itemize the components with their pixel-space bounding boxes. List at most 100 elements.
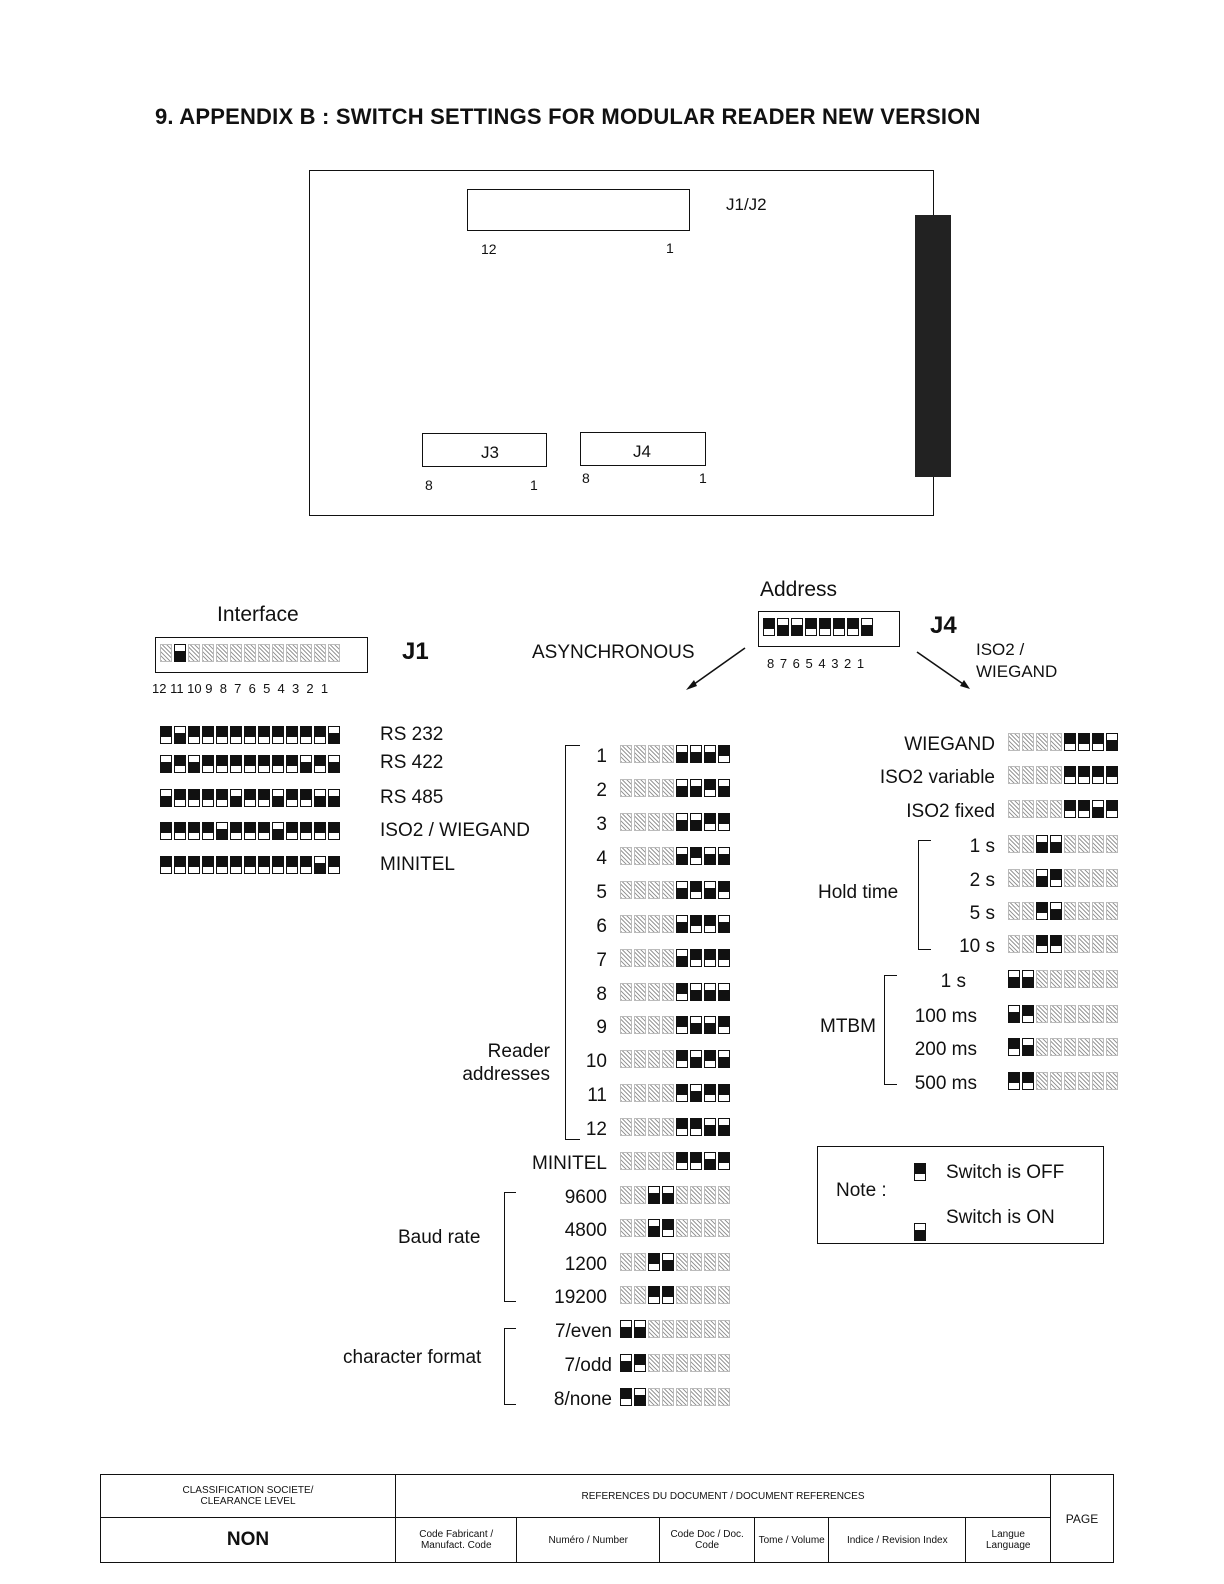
dip-switch-cell: [1008, 902, 1020, 920]
dip-switch-cell: [648, 1253, 660, 1271]
mtbm-bracket: [884, 975, 897, 1085]
dip-switch-knob: [189, 790, 199, 800]
connector-j4-label: J4: [633, 442, 651, 461]
reader-address-label: 2: [596, 780, 607, 801]
dip-switch-cell: [620, 1084, 632, 1102]
dip-switch-cell: [328, 856, 340, 874]
numero-cell: Numéro / Number: [516, 1517, 661, 1563]
dip-switch-cell: [819, 618, 831, 636]
dip-switch-cell: [704, 1286, 716, 1304]
connector-j4-pin-left: 8: [582, 470, 590, 486]
dip-switch-cell: [676, 983, 688, 1001]
dip-switch-cell: [648, 847, 660, 865]
dip-switch-cell: [1050, 935, 1062, 953]
interface-row-label: RS 232: [380, 724, 444, 745]
dip-switch-cell: [662, 1152, 674, 1170]
dip-switch-knob: [719, 950, 729, 960]
dip-switch-cell: [1050, 970, 1062, 988]
dip-switch-knob: [719, 746, 729, 756]
dip-switch-knob: [862, 625, 872, 635]
dip-switch-knob: [705, 916, 715, 926]
dip-switch-knob: [677, 1085, 687, 1095]
dip-switch-cell: [1078, 800, 1090, 818]
dip-switch-cell: [634, 1016, 646, 1034]
dip-switch-knob: [175, 756, 185, 766]
dip-switch-knob: [705, 1159, 715, 1169]
dip-switch-cell: [620, 1186, 632, 1204]
dip-switch-knob: [161, 857, 171, 867]
dip-switch-cell: [620, 1016, 632, 1034]
dip-switch-cell: [690, 915, 702, 933]
dip-switch-cell: [634, 745, 646, 763]
edge-connector: [915, 215, 951, 477]
mtbm-option-switch: [1008, 1072, 1118, 1090]
character-format-option-label: 7/odd: [564, 1355, 612, 1376]
dip-switch-cell: [676, 1320, 688, 1338]
dip-switch-cell: [634, 881, 646, 899]
dip-switch-knob: [663, 1220, 673, 1230]
dip-switch-cell: [704, 847, 716, 865]
dip-switch-cell: [1064, 835, 1076, 853]
dip-switch-knob: [719, 922, 729, 932]
iso2-wiegand-label-line2: WIEGAND: [976, 662, 1058, 681]
dip-switch-cell: [1064, 733, 1076, 751]
interface-row-switch: [160, 755, 340, 773]
dip-switch-knob: [677, 984, 687, 994]
dip-switch-knob: [719, 882, 729, 892]
dip-switch-cell: [1008, 869, 1020, 887]
dip-switch-cell: [160, 644, 172, 662]
dip-switch-knob: [315, 756, 325, 766]
dip-switch-knob: [287, 756, 297, 766]
dip-switch-cell: [704, 1253, 716, 1271]
dip-switch-cell: [328, 726, 340, 744]
interface-row-switch: [160, 726, 340, 744]
dip-switch-cell: [718, 881, 730, 899]
dip-switch-cell: [620, 915, 632, 933]
dip-switch-knob: [231, 796, 241, 806]
dip-switch-cell: [1106, 800, 1118, 818]
dip-switch-knob: [1065, 801, 1075, 811]
dip-switch-cell: [1050, 1072, 1062, 1090]
dip-switch-knob: [691, 1057, 701, 1067]
dip-switch-cell: [216, 726, 228, 744]
connector-j3-pin-right: 1: [530, 477, 538, 493]
dip-switch-knob: [245, 823, 255, 833]
dip-switch-cell: [1050, 902, 1062, 920]
dip-switch-cell: [662, 1186, 674, 1204]
connector-j3-label: J3: [481, 443, 499, 462]
dip-switch-cell: [662, 813, 674, 831]
dip-switch-cell: [174, 644, 186, 662]
dip-switch-knob: [719, 1153, 729, 1163]
dip-switch-knob: [691, 882, 701, 892]
dip-switch-cell: [1008, 800, 1020, 818]
dip-switch-cell: [1078, 733, 1090, 751]
dip-switch-cell: [1106, 970, 1118, 988]
dip-switch-cell: [704, 881, 716, 899]
dip-switch-cell: [662, 881, 674, 899]
dip-switch-knob: [1093, 734, 1103, 744]
dip-switch-cell: [662, 1016, 674, 1034]
dip-switch-cell: [1008, 1072, 1020, 1090]
dip-switch-cell: [1092, 766, 1104, 784]
dip-switch-knob: [1009, 1073, 1019, 1083]
dip-switch-cell: [634, 847, 646, 865]
dip-switch-knob: [705, 990, 715, 1000]
dip-switch-cell: [833, 618, 845, 636]
dip-switch-cell: [1050, 1038, 1062, 1056]
dip-switch-knob: [677, 922, 687, 932]
hold-time-bracket: [918, 840, 931, 950]
dip-switch-cell: [1008, 970, 1020, 988]
character-format-option-switch: [620, 1320, 730, 1338]
dip-switch-cell: [1036, 1005, 1048, 1023]
dip-switch-knob: [691, 1119, 701, 1129]
dip-switch-knob: [677, 1119, 687, 1129]
iso-mode-label: ISO2 variable: [879, 767, 995, 788]
character-format-label: character format: [343, 1347, 482, 1368]
legend-switch-off-icon: [914, 1163, 926, 1181]
dip-switch-knob: [719, 1017, 729, 1027]
dip-switch-knob: [719, 786, 729, 796]
hold-time-option-switch: [1008, 902, 1118, 920]
interface-header-switch-frame: [155, 637, 368, 673]
dip-switch-cell: [676, 881, 688, 899]
reader-addresses-bracket: [565, 745, 580, 1140]
